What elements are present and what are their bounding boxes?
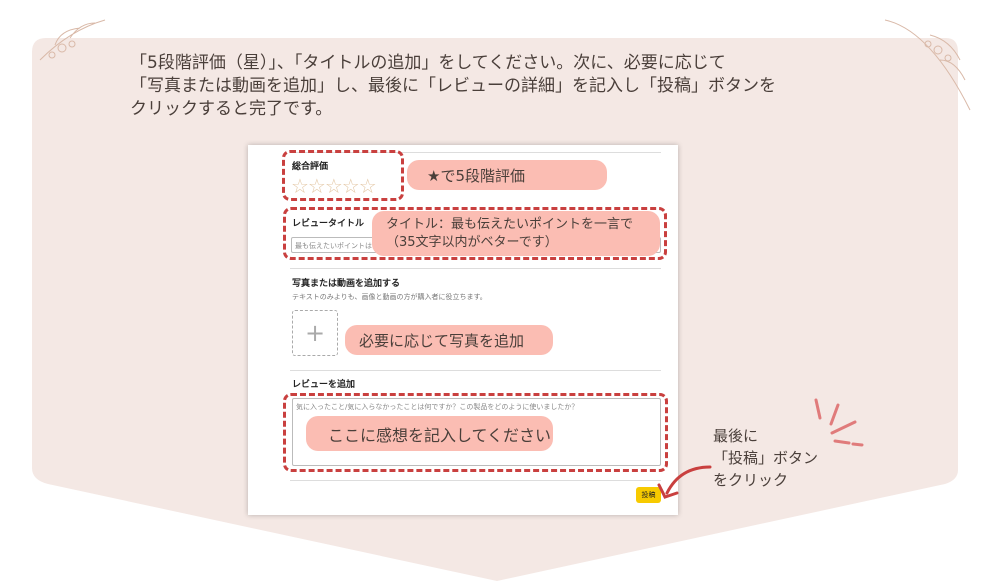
media-label: 写真または動画を追加する [292,279,401,289]
media-subtitle: テキストのみよりも、画像と動画の方が購入者に役立ちます。 [292,293,487,301]
sparkle-lines-icon [814,398,864,447]
star-rating-input[interactable]: ☆☆☆☆☆ [291,174,377,198]
divider [290,268,661,269]
instructions-text: 「5段階評価（星）」、「タイトルの追加」をしてください。次に、必要に応じて 「写… [130,53,776,119]
submit-button[interactable]: 投稿 [636,487,661,503]
submit-callout: 最後に 「投稿」ボタン をクリック [713,427,819,489]
rating-highlight [282,150,404,201]
floral-decoration-right-icon [884,19,971,111]
arrow-icon [657,465,712,499]
add-media-button[interactable]: + [292,310,338,356]
divider [290,152,661,153]
review-label: レビューを追加 [292,380,356,390]
title-callout-line2: （35文字以内がベターです） [386,234,558,250]
photo-callout: 必要に応じて写真を追加 [345,325,553,355]
overall-rating-label: 総合評価 [292,162,329,172]
review-callout: ここに感想を記入してください [306,416,553,451]
title-callout-line1: タイトル：最も伝えたいポイントを一言で [386,216,634,232]
title-highlight [283,207,667,260]
review-title-label: レビュータイトル [292,219,365,229]
title-callout: タイトル：最も伝えたいポイントを一言で （35文字以内がベターです） [372,211,660,256]
review-highlight [283,393,668,472]
floral-decoration-left-icon [39,19,106,61]
divider [290,480,661,481]
divider [290,370,661,371]
rating-callout: ★で5段階評価 [407,160,607,190]
